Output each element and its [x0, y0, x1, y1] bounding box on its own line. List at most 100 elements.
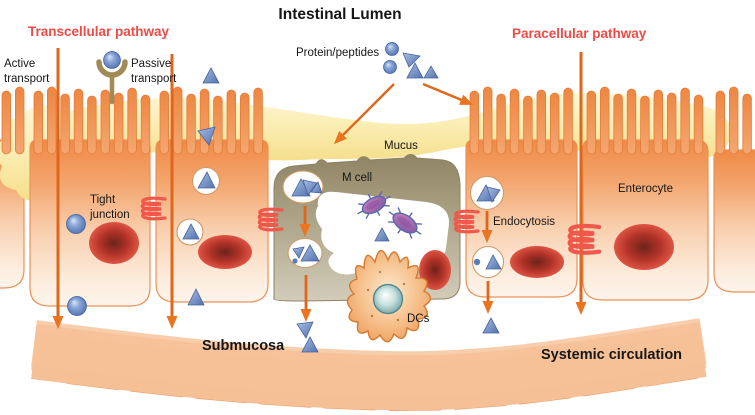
particles [66, 42, 505, 353]
peptide-triangle-icon [423, 65, 439, 79]
microvillus-shape [14, 86, 25, 155]
peptide-triangle-icon [292, 246, 305, 259]
peptide-dot-icon [473, 258, 481, 266]
peptide-triangle-icon [300, 244, 320, 262]
tight-junction-icon [567, 223, 602, 255]
label-dcs: DCs [407, 313, 430, 325]
bacterium-icon [357, 191, 391, 219]
microvillus-shape [667, 92, 677, 155]
label-paracellular-pathway: Paracellular pathway [512, 26, 647, 41]
protein-sphere-icon [103, 51, 121, 69]
label-intestinal-lumen: Intestinal Lumen [278, 6, 402, 23]
cell-nucleus [198, 235, 252, 269]
peptide-triangle-icon [302, 179, 318, 196]
pathway-arrows [52, 48, 587, 329]
label-transcellular-pathway: Transcellular pathway [28, 24, 170, 39]
microvillus-shape [482, 86, 493, 155]
protein-sphere-icon [67, 296, 87, 316]
label-m-cell: M cell [342, 172, 373, 184]
microvillus-shape [159, 90, 170, 155]
microvillus-shape [600, 86, 610, 155]
microvillus-shape [100, 89, 111, 155]
peptide-triangle-icon [301, 336, 319, 353]
microvillus-shape [563, 87, 573, 155]
enterocyte-cell-shape [29, 139, 151, 307]
microvillus-shape [114, 92, 124, 155]
microvillus-shape [626, 88, 637, 155]
dendritic-cell-speckles [366, 270, 406, 322]
microvillus-shape [680, 87, 690, 155]
microvillus-shape [253, 87, 263, 155]
label-tight-junction: Tight junction [90, 194, 130, 221]
microvillus-shape [87, 95, 97, 155]
tight-junction-icon [257, 207, 284, 232]
microvillus-shape [172, 86, 183, 155]
dendritic-cell [346, 249, 432, 343]
peptide-triangle-icon [402, 52, 421, 68]
label-protein-peptides: Protein/peptides [296, 47, 380, 59]
bacterium-icon [387, 207, 423, 239]
microvillus-shape [550, 92, 560, 155]
microvillus-shape [60, 93, 70, 155]
microvillus-shape [226, 89, 237, 155]
microvillus-shape [693, 94, 704, 155]
microvillus-shape [199, 88, 210, 155]
microvillus-shape [127, 87, 137, 155]
microvillus-shape [613, 93, 623, 155]
cell-nucleus [614, 224, 674, 270]
tight-junction-icon [140, 196, 167, 221]
label-enterocyte: Enterocyte [618, 183, 673, 195]
peptide-triangle-icon [296, 321, 314, 339]
microvillus-shape [715, 90, 726, 155]
vesicle-icon [471, 245, 505, 279]
tight-junction-icon [453, 209, 480, 234]
microvillus-shape [1, 90, 12, 155]
microvillus-shape [469, 90, 480, 155]
protein-to-mcell-arrow [333, 83, 395, 145]
dendritic-cell-nucleus [372, 283, 404, 315]
microvillus-shape [186, 93, 196, 155]
enterocyte-cell-shape [582, 139, 709, 301]
microvillus-shape [586, 90, 597, 155]
peptide-dot-icon [292, 258, 298, 264]
receptor-icon [96, 51, 128, 105]
microvillus-shape [73, 88, 84, 155]
microvillus-shape [640, 95, 650, 155]
microvillus-shape [140, 94, 151, 155]
microvilli-group [1, 86, 752, 155]
label-submucosa: Submucosa [202, 338, 285, 354]
protein-to-enterocyte-arrow [422, 82, 474, 105]
peptide-triangle-icon [374, 227, 390, 242]
label-endocytosis: Endocytosis [493, 216, 556, 228]
protein-sphere-icon [385, 42, 399, 56]
microvillus-shape [213, 95, 223, 155]
label-mucus: Mucus [384, 140, 418, 152]
blood-vessel [34, 333, 703, 411]
label-systemic-circulation: Systemic circulation [541, 347, 683, 363]
peptide-triangle-icon [310, 181, 323, 194]
microvillus-shape [509, 88, 520, 155]
peptide-triangle-icon [182, 223, 200, 240]
peptide-triangle-icon [187, 288, 205, 306]
peptide-triangle-icon [482, 317, 500, 334]
tight-junctions [140, 196, 602, 255]
protein-sphere-icon [66, 214, 86, 234]
protein-sphere-icon [383, 60, 397, 74]
peptide-triangle-icon [485, 254, 502, 270]
peptide-triangle-icon [406, 62, 424, 79]
protein-peptides-cluster [383, 42, 439, 79]
m-cell-nucleus [419, 250, 451, 290]
microvillus-shape [653, 89, 664, 155]
microvillus-shape [47, 86, 57, 155]
microvillus-shape [729, 86, 739, 155]
microvillus-shape [239, 92, 250, 155]
m-cell-pocket-shape [315, 191, 450, 300]
peptide-triangle-icon [197, 171, 216, 189]
enterocyte-cell-shape [713, 149, 755, 293]
microvillus-shape [742, 93, 752, 155]
label-passive-transport: Passive transport [131, 58, 177, 85]
peptide-triangle-icon [202, 67, 220, 84]
microvillus-shape [536, 89, 547, 155]
